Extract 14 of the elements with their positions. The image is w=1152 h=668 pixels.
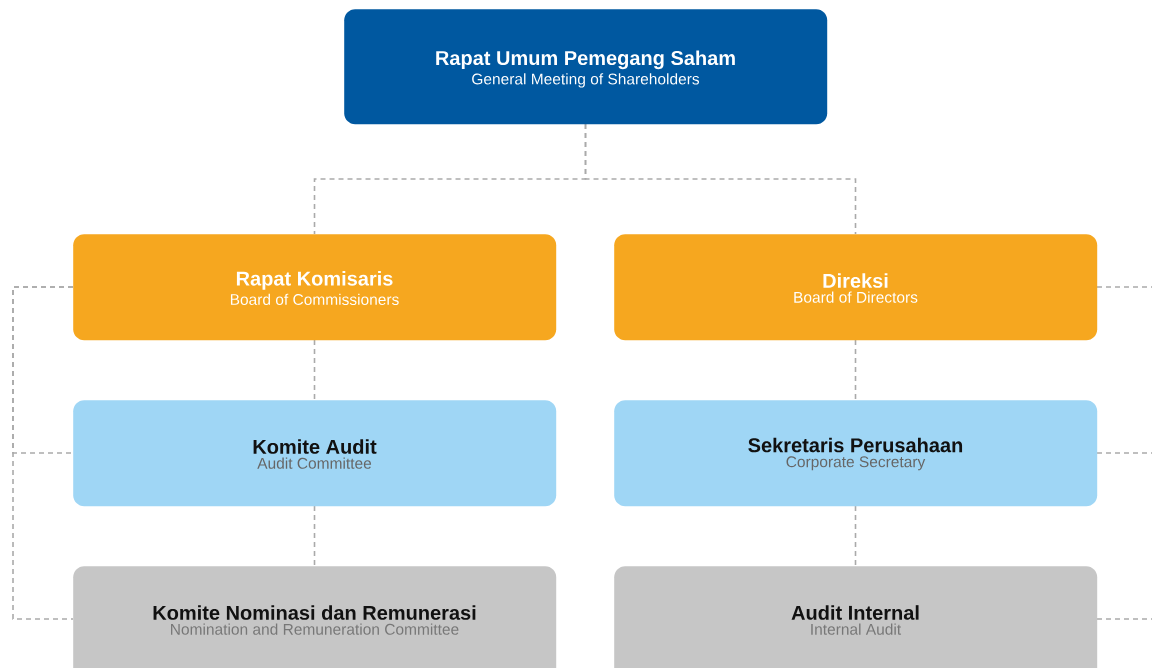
org-box: Komite Nominasi dan Remunerasi Nomination and Remuneration Committee <box>73 566 557 668</box>
connector-line <box>854 505 857 567</box>
connector-line <box>12 286 74 620</box>
org-box: Sekretaris Perusahaan Corporate Secretary <box>614 400 1098 507</box>
connector-line <box>854 339 857 401</box>
org-box: Audit Internal Internal Audit <box>614 566 1098 668</box>
connector-line <box>1096 286 1152 288</box>
org-box: Direksi Board of Directors <box>614 234 1098 341</box>
connector-line <box>584 123 857 235</box>
connector-line <box>313 339 316 401</box>
connector-line <box>313 505 316 567</box>
org-box: Komite Audit Audit Committee <box>73 400 557 507</box>
org-box: Rapat Umum Pemegang Saham General Meeting of Shareholders <box>344 9 828 125</box>
org-box: Rapat Komisaris Board of Commissioners <box>73 234 557 341</box>
